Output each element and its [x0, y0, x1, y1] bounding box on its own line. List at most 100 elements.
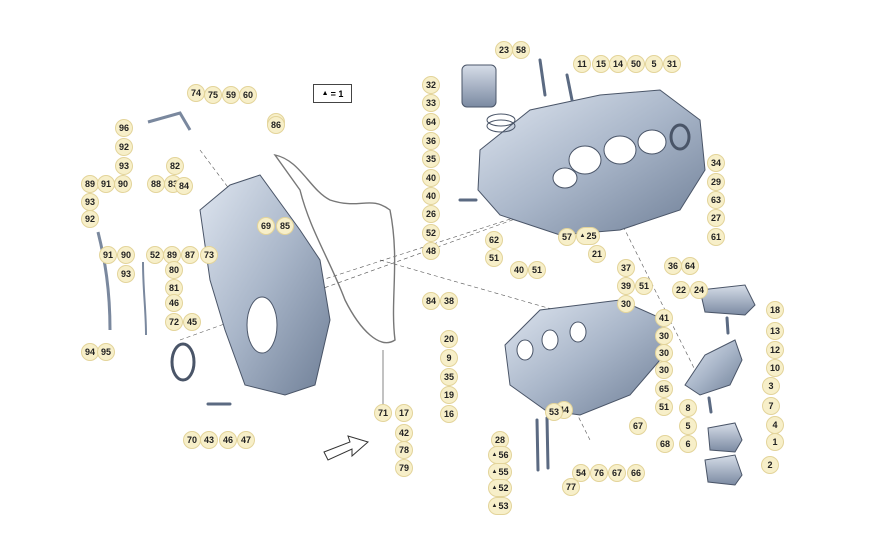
callout-6[interactable]: 6 [679, 435, 697, 453]
callout-53[interactable]: 53 [545, 403, 563, 421]
callout-37[interactable]: 37 [617, 259, 635, 277]
callout-75[interactable]: 75 [204, 86, 222, 104]
callout-10[interactable]: 10 [766, 359, 784, 377]
callout-56[interactable]: 56 [488, 446, 512, 464]
callout-51[interactable]: 51 [635, 277, 653, 295]
callout-74[interactable]: 74 [187, 84, 205, 102]
callout-31[interactable]: 31 [663, 55, 681, 73]
callout-33[interactable]: 33 [422, 94, 440, 112]
callout-43[interactable]: 43 [200, 431, 218, 449]
callout-71[interactable]: 71 [374, 404, 392, 422]
callout-90[interactable]: 90 [117, 246, 135, 264]
callout-59[interactable]: 59 [222, 86, 240, 104]
callout-38[interactable]: 38 [440, 292, 458, 310]
callout-21[interactable]: 21 [588, 245, 606, 263]
callout-30[interactable]: 30 [655, 344, 673, 362]
callout-32[interactable]: 32 [422, 76, 440, 94]
callout-39[interactable]: 39 [617, 277, 635, 295]
callout-15[interactable]: 15 [592, 55, 610, 73]
callout-91[interactable]: 91 [99, 246, 117, 264]
callout-30[interactable]: 30 [655, 361, 673, 379]
callout-51[interactable]: 51 [528, 261, 546, 279]
callout-78[interactable]: 78 [395, 441, 413, 459]
callout-86[interactable]: 86 [267, 116, 285, 134]
callout-16[interactable]: 16 [440, 405, 458, 423]
callout-93[interactable]: 93 [81, 193, 99, 211]
callout-51[interactable]: 51 [655, 398, 673, 416]
callout-30[interactable]: 30 [655, 327, 673, 345]
callout-85[interactable]: 85 [276, 217, 294, 235]
callout-64[interactable]: 64 [422, 113, 440, 131]
callout-73[interactable]: 73 [200, 246, 218, 264]
callout-58[interactable]: 58 [512, 41, 530, 59]
callout-68[interactable]: 68 [656, 435, 674, 453]
callout-19[interactable]: 19 [440, 386, 458, 404]
callout-52[interactable]: 52 [488, 479, 512, 497]
callout-70[interactable]: 70 [183, 431, 201, 449]
callout-64[interactable]: 64 [681, 257, 699, 275]
callout-24[interactable]: 24 [690, 281, 708, 299]
callout-9[interactable]: 9 [440, 349, 458, 367]
callout-40[interactable]: 40 [422, 169, 440, 187]
callout-96[interactable]: 96 [115, 119, 133, 137]
callout-67[interactable]: 67 [629, 417, 647, 435]
callout-26[interactable]: 26 [422, 205, 440, 223]
callout-4[interactable]: 4 [766, 416, 784, 434]
callout-25[interactable]: 25 [576, 227, 600, 245]
callout-5[interactable]: 5 [679, 417, 697, 435]
callout-7[interactable]: 7 [762, 397, 780, 415]
callout-89[interactable]: 89 [163, 246, 181, 264]
callout-1[interactable]: 1 [766, 433, 784, 451]
callout-48[interactable]: 48 [422, 242, 440, 260]
callout-45[interactable]: 45 [183, 313, 201, 331]
callout-66[interactable]: 66 [627, 464, 645, 482]
callout-81[interactable]: 81 [165, 279, 183, 297]
callout-46[interactable]: 46 [165, 294, 183, 312]
callout-95[interactable]: 95 [97, 343, 115, 361]
callout-46[interactable]: 46 [219, 431, 237, 449]
callout-90[interactable]: 90 [114, 175, 132, 193]
callout-77[interactable]: 77 [562, 478, 580, 496]
callout-87[interactable]: 87 [181, 246, 199, 264]
callout-30[interactable]: 30 [617, 295, 635, 313]
callout-47[interactable]: 47 [237, 431, 255, 449]
callout-67[interactable]: 67 [608, 464, 626, 482]
callout-36[interactable]: 36 [422, 132, 440, 150]
callout-20[interactable]: 20 [440, 330, 458, 348]
callout-82[interactable]: 82 [166, 157, 184, 175]
callout-17[interactable]: 17 [395, 404, 413, 422]
callout-52[interactable]: 52 [146, 246, 164, 264]
callout-3[interactable]: 3 [762, 377, 780, 395]
callout-61[interactable]: 61 [707, 228, 725, 246]
callout-42[interactable]: 42 [395, 424, 413, 442]
callout-79[interactable]: 79 [395, 459, 413, 477]
callout-50[interactable]: 50 [627, 55, 645, 73]
callout-76[interactable]: 76 [590, 464, 608, 482]
callout-62[interactable]: 62 [485, 231, 503, 249]
callout-84[interactable]: 84 [175, 177, 193, 195]
callout-72[interactable]: 72 [165, 313, 183, 331]
callout-35[interactable]: 35 [422, 150, 440, 168]
callout-60[interactable]: 60 [239, 86, 257, 104]
callout-34[interactable]: 34 [707, 154, 725, 172]
callout-18[interactable]: 18 [766, 301, 784, 319]
callout-88[interactable]: 88 [147, 175, 165, 193]
callout-92[interactable]: 92 [115, 138, 133, 156]
callout-41[interactable]: 41 [655, 309, 673, 327]
callout-93[interactable]: 93 [115, 157, 133, 175]
callout-93[interactable]: 93 [117, 265, 135, 283]
callout-35[interactable]: 35 [440, 368, 458, 386]
callout-69[interactable]: 69 [257, 217, 275, 235]
callout-29[interactable]: 29 [707, 173, 725, 191]
callout-8[interactable]: 8 [679, 399, 697, 417]
callout-40[interactable]: 40 [510, 261, 528, 279]
callout-12[interactable]: 12 [766, 341, 784, 359]
callout-53[interactable]: 53 [488, 497, 512, 515]
callout-13[interactable]: 13 [766, 322, 784, 340]
callout-52[interactable]: 52 [422, 224, 440, 242]
callout-11[interactable]: 11 [573, 55, 591, 73]
callout-14[interactable]: 14 [609, 55, 627, 73]
callout-91[interactable]: 91 [97, 175, 115, 193]
callout-27[interactable]: 27 [707, 209, 725, 227]
callout-22[interactable]: 22 [672, 281, 690, 299]
